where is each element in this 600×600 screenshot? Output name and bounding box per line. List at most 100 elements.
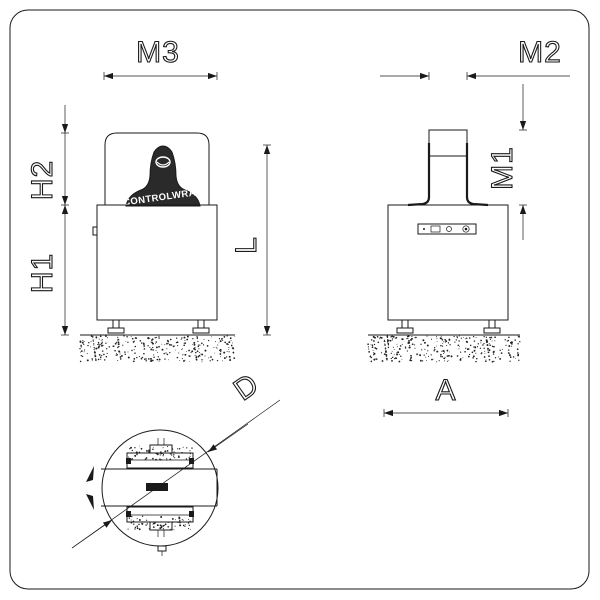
speckle-dot [83, 343, 85, 346]
speckle-dot [176, 337, 178, 339]
speckle-dot [387, 346, 390, 349]
speckle-dot [226, 351, 228, 352]
speckle-dot [440, 335, 442, 337]
speckle-dot [200, 353, 202, 355]
speckle-dot [136, 518, 138, 520]
speckle-dot [136, 452, 138, 454]
speckle-dot [459, 358, 462, 361]
speckle-dot [95, 336, 98, 339]
speckle-dot [210, 356, 212, 358]
speckle-dot [433, 349, 435, 351]
speckle-dot [112, 345, 115, 348]
speckle-dot [446, 344, 448, 347]
speckle-dot [414, 344, 416, 346]
speckle-dot [181, 451, 183, 454]
speckle-dot [391, 339, 393, 341]
speckle-dot [103, 359, 106, 361]
speckle-dot [375, 358, 378, 360]
side-view [367, 129, 521, 363]
speckle-dot [379, 338, 381, 340]
speckle-dot [133, 349, 135, 351]
speckle-dot [173, 529, 175, 531]
speckle-dot [473, 346, 475, 348]
speckle-dot [147, 345, 149, 347]
speckle-dot [143, 358, 146, 360]
speckle-dot [155, 458, 157, 461]
speckle-dot [196, 335, 198, 338]
speckle-dot [468, 337, 471, 339]
speckle-dot [516, 348, 519, 351]
speckle-dot [160, 452, 163, 455]
speckle-dot [219, 340, 222, 343]
speckle-dot [414, 347, 416, 349]
speckle-dot [97, 358, 100, 361]
speckle-dot [491, 360, 494, 363]
speckle-dot [155, 350, 157, 352]
speckle-dot [462, 357, 464, 359]
speckle-dot [141, 515, 144, 517]
speckle-dot [373, 358, 376, 361]
speckle-dot [138, 451, 141, 454]
speckle-dot [90, 335, 93, 337]
speckle-dot [156, 336, 158, 338]
speckle-dot [167, 522, 169, 524]
speckle-dot [383, 340, 386, 343]
speckle-dot [441, 345, 444, 347]
speckle-dot [127, 351, 129, 353]
dimension-h1: H1 [25, 204, 69, 336]
speckle-dot [485, 336, 487, 338]
speckle-dot [174, 525, 176, 527]
speckle-dot [167, 526, 169, 528]
speckle-dot [215, 346, 217, 348]
speckle-dot [151, 359, 154, 362]
speckle-dot [177, 448, 179, 450]
speckle-dot [230, 340, 232, 342]
front-feet [107, 319, 210, 334]
speckle-dot [176, 341, 179, 344]
speckle-dot [118, 345, 120, 348]
speckle-dot [83, 340, 85, 343]
speckle-dot [166, 348, 168, 350]
speckle-dot [95, 347, 98, 350]
speckle-dot [501, 348, 503, 350]
speckle-dot [517, 352, 519, 354]
speckle-dot [439, 337, 442, 340]
speckle-dot [196, 350, 199, 353]
speckle-dot [494, 357, 497, 359]
speckle-dot [199, 344, 201, 346]
speckle-dot [485, 359, 487, 361]
speckle-dot [115, 353, 117, 354]
speckle-dot [368, 348, 370, 350]
speckle-dot [411, 335, 413, 337]
speckle-dot [100, 358, 102, 360]
speckle-dot [419, 359, 422, 362]
dimension-label-m2: M2 [518, 36, 562, 69]
speckle-dot [489, 336, 491, 339]
speckle-dot [436, 337, 438, 339]
speckle-dot [127, 341, 129, 344]
speckle-dot [168, 343, 171, 346]
speckle-dot [426, 344, 429, 347]
speckle-dot [475, 337, 477, 339]
speckle-dot [447, 342, 450, 344]
speckle-dot [92, 341, 94, 342]
speckle-dot [386, 335, 389, 338]
speckle-dot [426, 335, 428, 337]
speckle-dot [440, 353, 442, 356]
speckle-dot [118, 350, 121, 353]
speckle-dot [99, 335, 102, 338]
speckle-dot [193, 343, 196, 346]
speckle-dot [177, 521, 179, 524]
speckle-dot [488, 355, 490, 357]
speckle-dot [233, 352, 234, 354]
speckle-dot [198, 351, 200, 354]
speckle-dot [383, 339, 385, 341]
speckle-dot [143, 352, 145, 355]
speckle-dot [186, 335, 189, 338]
speckle-dot [426, 353, 428, 355]
speckle-dot [166, 459, 168, 461]
speckle-dot [196, 337, 198, 340]
logo-plate [125, 145, 201, 207]
speckle-dot [138, 528, 141, 531]
